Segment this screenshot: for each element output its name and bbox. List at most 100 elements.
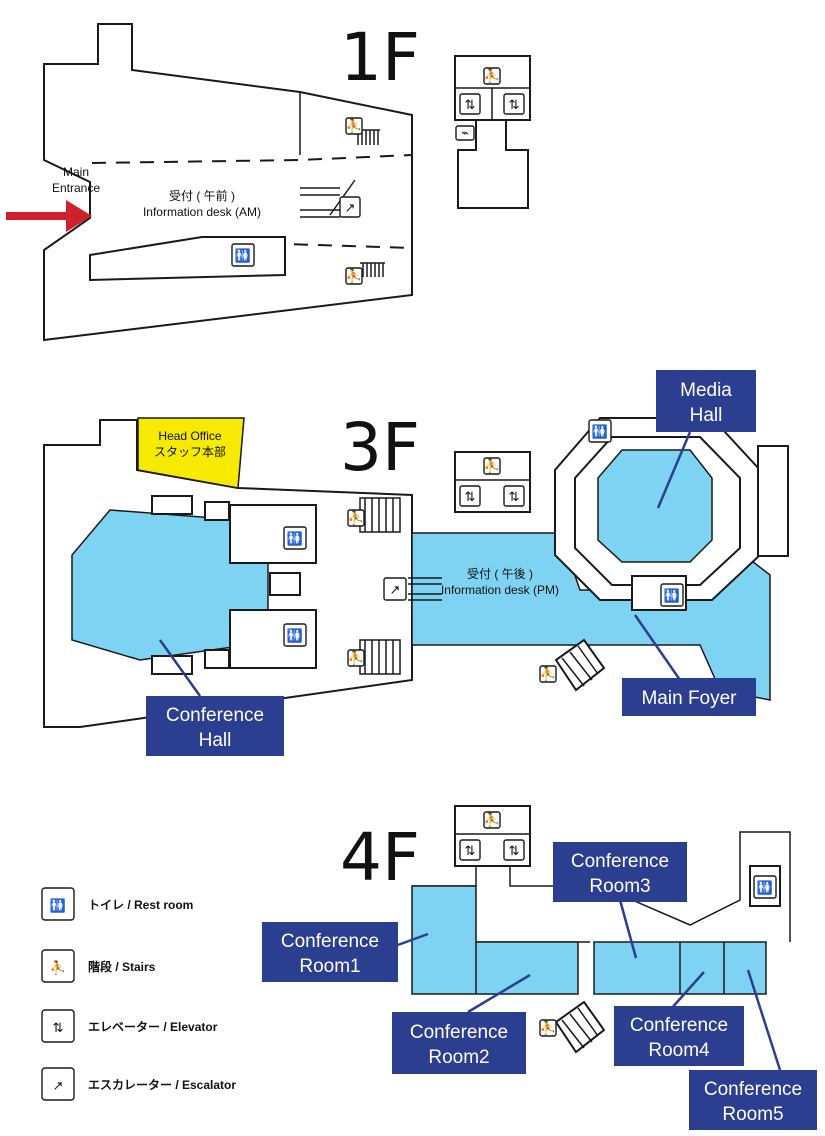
escalator-icon [41,1067,75,1101]
elevator-annex-4f: ⇅ ⇅ ⛹ [454,805,531,867]
elevator-icon: ⇅ [459,93,481,115]
conf-room1-tag: Conference Room1 [262,922,429,982]
svg-text:⛹: ⛹ [484,457,500,474]
svg-text:⛹: ⛹ [348,649,364,666]
media-hall-area [597,449,713,563]
elevator-icon: ⇅ [503,93,525,115]
svg-text:⇅: ⇅ [465,490,476,505]
escalator-icon: ↗ [383,577,407,601]
conf-room5-label: Conference [704,1079,802,1100]
conf-room3-label: Room3 [589,876,650,897]
elevator-icon: ⇅ [459,485,481,507]
stairs-4f-diamond [554,1000,606,1054]
stairs-icon: ⛹ [483,457,501,475]
restroom-icon: 🚻 [588,419,612,443]
smoking-icon: ⌁ [455,125,475,141]
stairs-icon: ⛹ [483,811,501,829]
svg-text:↗: ↗ [53,1079,64,1094]
floor-4f: 4F ⇅ ⇅ ⛹ 🚻 ⛹ Con [262,805,817,1130]
escalator-lines-3f [408,577,442,601]
main-foyer-label: Main Foyer [641,688,737,709]
side-room [757,445,789,557]
corridor-wall [509,831,791,942]
conf-room3-label: Conference [571,851,669,872]
elevator-icon: ⇅ [459,839,481,861]
info-desk-pm-en: Information desk (PM) [441,583,559,597]
media-hall-tag: Media Hall [656,370,756,509]
conf-room4-tag: Conference Room4 [614,971,744,1066]
restroom-icon: 🚻 [753,875,777,899]
svg-text:🚻: 🚻 [235,248,251,264]
escalator-icon: ↗ [339,196,361,218]
info-desk-pm-jp: 受付 ( 午後 ) [467,567,533,581]
svg-text:⇅: ⇅ [509,98,520,113]
svg-text:⇅: ⇅ [53,1021,64,1036]
restroom-icon: 🚻 [660,583,684,607]
restroom-icon: 🚻 [283,526,307,550]
restroom-icon: 🚻 [283,623,307,647]
conf-room4-label: Room4 [648,1040,710,1061]
stairs-1f-lower [360,262,385,277]
stairs-icon: ⛹ [345,117,363,135]
restroom-icon: 🚻 [231,243,255,267]
svg-text:⛹: ⛹ [540,1019,556,1036]
head-office-label-en: Head Office [158,429,221,443]
legend-label: エレベーター / Elevator [88,1020,218,1034]
svg-text:⛹: ⛹ [50,959,66,976]
svg-text:⇅: ⇅ [509,844,520,859]
legend-item-elevator: ⇅ エレベーター / Elevator [41,1009,218,1043]
svg-text:⛹: ⛹ [540,665,556,682]
conf-room2-label: Conference [410,1022,508,1043]
stairs-icon: ⛹ [347,649,365,667]
svg-text:⛹: ⛹ [484,811,500,828]
conf-room2-tag: Conference Room2 [392,973,531,1074]
info-desk-am-jp: 受付 ( 午前 ) [169,188,235,203]
head-office [137,417,245,489]
floor-label-4f: 4F [340,819,420,896]
floor-label-3f: 3F [340,409,420,486]
conf-room4-label: Conference [630,1015,728,1036]
conf-room1-label: Conference [281,931,379,952]
main-entrance-label: Entrance [52,181,100,195]
legend-label: 階段 / Stairs [88,959,156,974]
main-entrance-label: Main [63,165,89,179]
svg-text:⌁: ⌁ [461,126,469,141]
stairs-icon: ⛹ [483,67,501,85]
svg-text:⇅: ⇅ [465,98,476,113]
legend: 🚻 トイレ / Rest room ⛹ 階段 / Stairs ⇅ エレベーター… [41,887,236,1101]
floor-1f: ⛹ ↗ 🚻 ⛹ Main Entrance 受付 ( 午前 ) Informat… [6,19,531,342]
svg-text:🚻: 🚻 [664,588,680,604]
svg-text:🚻: 🚻 [50,898,66,914]
restroom-icon [41,887,75,921]
stairs-icon: ⛹ [539,665,557,683]
stairs-icon: ⛹ [345,267,363,285]
floor-label-1f: 1F [340,19,420,96]
svg-text:⇅: ⇅ [509,490,520,505]
legend-item-escalator: ↗ エスカレーター / Escalator [41,1067,236,1101]
media-hall-label: Hall [690,405,723,426]
svg-text:⛹: ⛹ [346,117,362,134]
main-foyer-tag: Main Foyer [622,614,756,716]
elevator-icon [41,1009,75,1043]
stairs-icon: ⛹ [539,1019,557,1037]
head-office-label-jp: スタッフ本部 [154,444,226,459]
svg-text:⇅: ⇅ [465,844,476,859]
entrance-arrow [6,200,92,232]
conference-room1-area [411,885,579,995]
elevator-annex-3f: ⇅ ⇅ ⛹ [454,451,531,513]
stairs-3f-upper [359,497,401,533]
legend-item-restroom: 🚻 トイレ / Rest room [41,887,193,921]
stairs-icon: ⛹ [347,509,365,527]
stairs-3f-diamond [554,638,606,692]
info-desk-am-en: Information desk (AM) [143,205,261,219]
legend-label: トイレ / Rest room [88,898,193,912]
conference-hall-label: Conference [166,705,264,726]
conf-room5-tag: Conference Room5 [689,969,817,1130]
svg-text:🚻: 🚻 [592,424,608,440]
svg-text:⛹: ⛹ [484,67,500,84]
conf-room3-tag: Conference Room3 [553,842,687,959]
svg-text:⛹: ⛹ [346,267,362,284]
elevator-icon: ⇅ [503,485,525,507]
conf-room2-label: Room2 [428,1047,489,1068]
